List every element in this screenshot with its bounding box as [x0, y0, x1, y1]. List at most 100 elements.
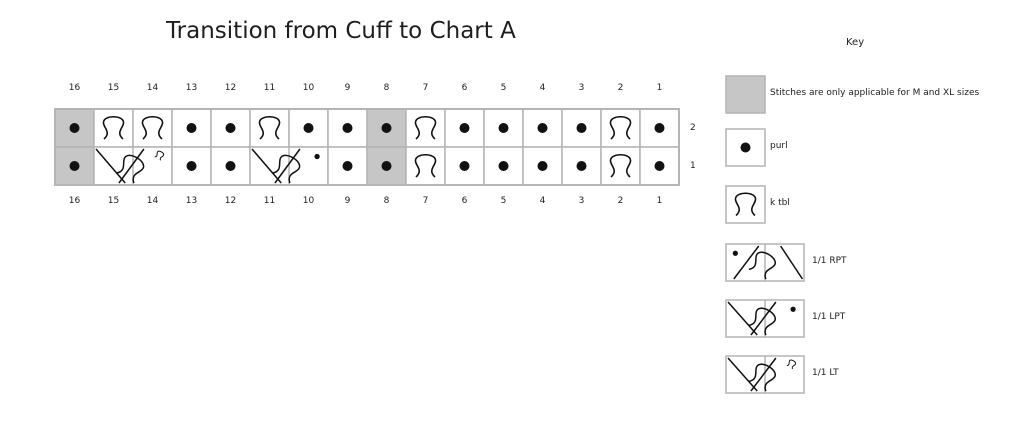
column-number: 15	[107, 83, 120, 93]
cell-box	[600, 108, 641, 148]
row-number: 1	[690, 161, 696, 171]
column-number: 2	[617, 83, 624, 93]
chart-cell	[483, 146, 524, 186]
row-number: 2	[690, 123, 696, 133]
chart-cell	[522, 108, 563, 148]
legend-item	[725, 299, 805, 338]
cell-box	[249, 108, 290, 148]
purl-dot-icon	[342, 123, 353, 133]
column-number: 3	[578, 83, 585, 93]
column-number: 10	[302, 196, 315, 206]
twisted-knit-icon	[116, 154, 145, 184]
column-number: 14	[146, 83, 159, 93]
chart-cell	[171, 108, 212, 148]
legend-label: 1/1 LT	[812, 367, 839, 378]
twisted-knit-icon	[748, 251, 776, 280]
cell-box	[93, 108, 134, 148]
twisted-knit-icon	[786, 359, 797, 370]
column-number: 12	[224, 83, 237, 93]
legend-label: 1/1 LPT	[812, 311, 846, 322]
twisted-knit-icon	[272, 154, 301, 184]
chart-cell	[93, 108, 134, 148]
chart-cell	[210, 108, 251, 148]
key-title: Key	[846, 37, 865, 48]
chart-cell	[600, 146, 641, 186]
cable-line	[750, 301, 777, 336]
chart-cell	[327, 146, 368, 186]
column-number: 7	[422, 196, 429, 206]
purl-dot-icon	[537, 161, 548, 171]
chart-cell	[600, 108, 641, 148]
column-number: 6	[461, 83, 468, 93]
column-number: 16	[68, 196, 81, 206]
cable-line	[274, 148, 301, 184]
legend-item	[725, 75, 766, 114]
cell-box	[132, 108, 173, 148]
legend-label: Stitches are only applicable for M and X…	[770, 87, 980, 98]
chart-cell	[327, 108, 368, 148]
purl-dot-icon	[381, 161, 392, 171]
purl-dot-icon	[225, 161, 236, 171]
cell-box	[600, 146, 641, 186]
chart-cell	[171, 146, 212, 186]
column-number: 5	[500, 83, 507, 93]
purl-dot-icon	[537, 123, 548, 133]
twisted-knit-icon	[414, 153, 437, 178]
chart-cell	[405, 146, 446, 186]
purl-dot-icon	[576, 123, 587, 133]
column-number: 4	[539, 83, 546, 93]
purl-dot-icon	[186, 123, 197, 133]
cable-cell	[95, 147, 171, 185]
column-number: 13	[185, 196, 198, 206]
twisted-knit-icon	[748, 363, 776, 392]
cable-line	[727, 301, 758, 336]
purl-dot-icon	[576, 161, 587, 171]
cable-line	[733, 245, 760, 280]
column-number: 15	[107, 196, 120, 206]
purl-dot-icon	[459, 123, 470, 133]
twisted-knit-icon	[609, 153, 632, 178]
chart-cell	[210, 146, 251, 186]
twisted-knit-icon	[102, 115, 125, 140]
legend-item	[725, 243, 805, 282]
purl-dot-icon	[342, 161, 353, 171]
purl-dot-icon	[790, 306, 796, 312]
cable-line	[727, 357, 758, 392]
purl-dot-icon	[498, 161, 509, 171]
legend-label: 1/1 RPT	[812, 255, 847, 266]
column-number: 14	[146, 196, 159, 206]
column-number: 3	[578, 196, 585, 206]
chart-cell	[561, 146, 602, 186]
column-number: 10	[302, 83, 315, 93]
twisted-knit-icon	[154, 150, 165, 161]
legend-label: k tbl	[770, 197, 790, 208]
chart-cell	[522, 146, 563, 186]
cable-cell	[251, 147, 327, 185]
legend-swatch	[725, 185, 766, 224]
column-number: 16	[68, 83, 81, 93]
cable-line	[95, 148, 126, 184]
legend-swatch	[725, 75, 766, 114]
cable-line	[750, 357, 777, 392]
purl-dot-icon	[381, 123, 392, 133]
chart-cell	[54, 146, 95, 186]
purl-dot-icon	[225, 123, 236, 133]
chart-cell	[444, 146, 485, 186]
chart-cell	[366, 146, 407, 186]
column-number: 4	[539, 196, 546, 206]
purl-dot-icon	[732, 250, 738, 256]
purl-dot-icon	[186, 161, 197, 171]
legend-item	[725, 128, 766, 167]
column-number: 5	[500, 196, 507, 206]
twisted-knit-icon	[609, 115, 632, 140]
column-number: 9	[344, 83, 351, 93]
twisted-knit-icon	[414, 115, 437, 140]
chart-cell	[405, 108, 446, 148]
column-number: 7	[422, 83, 429, 93]
cell-box	[405, 108, 446, 148]
chart-cell	[366, 108, 407, 148]
column-number: 1	[656, 83, 663, 93]
chart-border	[54, 108, 680, 186]
chart-cell	[561, 108, 602, 148]
